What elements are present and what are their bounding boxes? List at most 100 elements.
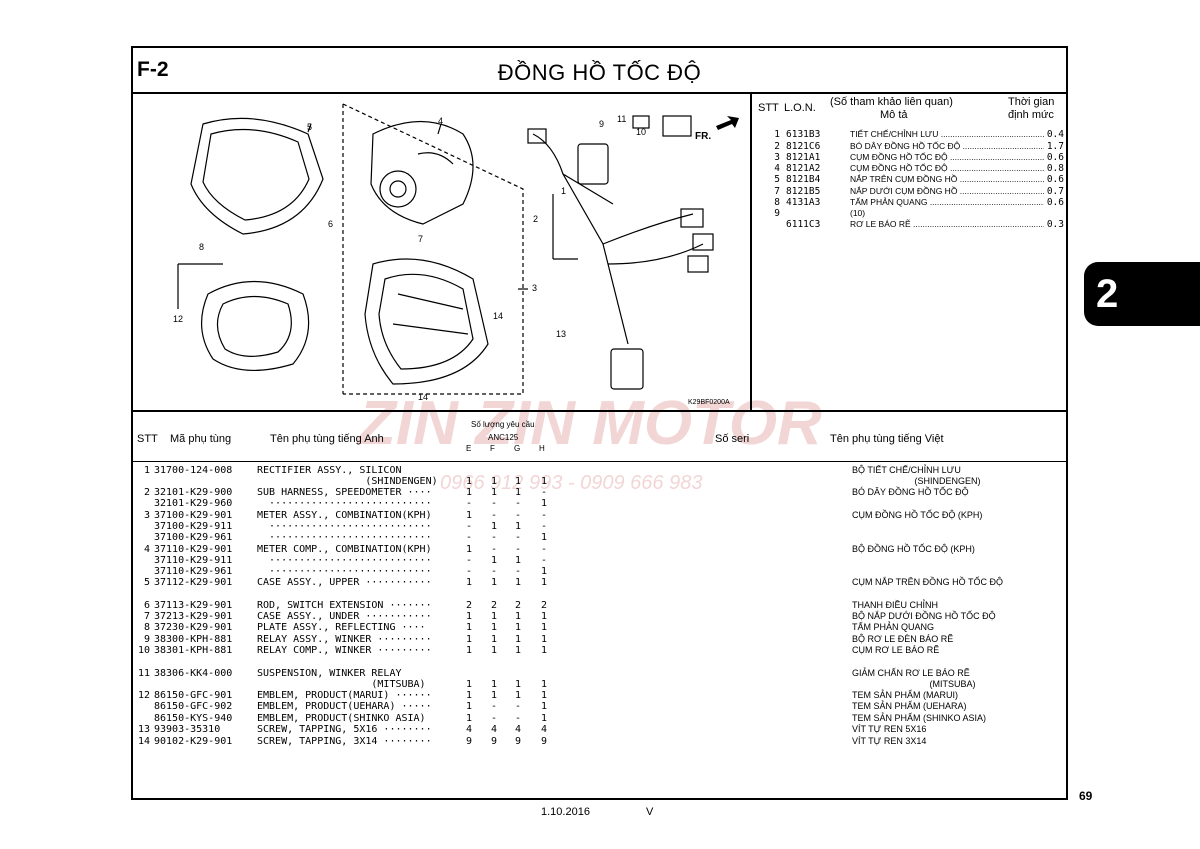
part-qty: 1 bbox=[465, 634, 473, 645]
part-number: 37110-K29-901 bbox=[154, 544, 233, 555]
part-name-en: EMBLEM, PRODUCT(MARUI) ······ bbox=[257, 690, 432, 701]
part-name-en: METER ASSY., COMBINATION(KPH) bbox=[257, 510, 432, 521]
part-index: 11 bbox=[137, 668, 150, 679]
part-name-vn: CỤM NẮP TRÊN ĐỒNG HỒ TỐC ĐỘ bbox=[852, 577, 1004, 587]
part-qty: 1 bbox=[540, 679, 548, 690]
ref-time: 0.6 bbox=[1044, 152, 1064, 163]
part-name-en: CASE ASSY., UNDER ··········· bbox=[257, 611, 432, 622]
part-name-vn: CỤM ĐỒNG HỒ TỐC ĐỘ (KPH) bbox=[852, 510, 983, 520]
ref-stt: 9 bbox=[774, 208, 780, 219]
part-number: 37110-K29-961 bbox=[154, 566, 233, 577]
part-name-vn: VÍT TỰ REN 3X14 bbox=[852, 736, 927, 746]
ref-lon: 8121A2 bbox=[786, 163, 821, 174]
part-name-vn: BÓ DÂY ĐỒNG HỒ TỐC ĐỘ bbox=[852, 487, 969, 497]
part-name-en: ··························· bbox=[257, 498, 432, 509]
part-number: 37100-K29-901 bbox=[154, 510, 233, 521]
callout-7: 7 bbox=[418, 234, 423, 244]
part-index: 7 bbox=[143, 611, 150, 622]
parts-header-col-e: E bbox=[466, 444, 472, 453]
ref-time: 0.6 bbox=[1044, 174, 1064, 185]
watermark-phone: 0966 912 993 - 0909 666 983 bbox=[440, 472, 703, 494]
part-qty: - bbox=[540, 521, 548, 532]
part-qty: 9 bbox=[514, 736, 522, 747]
part-qty: - bbox=[490, 566, 498, 577]
ref-lon: 6131B3 bbox=[786, 129, 821, 140]
part-index: 13 bbox=[137, 724, 150, 735]
part-name-vn: BỘ ĐỒNG HỒ TỐC ĐỘ (KPH) bbox=[852, 544, 975, 554]
part-qty: - bbox=[514, 510, 522, 521]
part-qty: - bbox=[514, 532, 522, 543]
ref-time: 0.6 bbox=[1044, 197, 1064, 208]
part-qty: 1 bbox=[490, 555, 498, 566]
part-qty: - bbox=[514, 713, 522, 724]
part-name-vn: TEM SẢN PHẨM (MARUI) bbox=[852, 690, 959, 700]
table-row: 37100-K29-911 ··························… bbox=[133, 521, 1067, 532]
speedometer-exploded-diagram: 5 4 6 8 12 7 3 14 14 13 2 1 9 11 10 FR. … bbox=[173, 103, 739, 406]
diagram-bottom-divider bbox=[131, 410, 1068, 412]
part-number: 38301-KPH-881 bbox=[154, 645, 233, 656]
part-qty: 2 bbox=[465, 600, 473, 611]
part-name-en: CASE ASSY., UPPER ··········· bbox=[257, 577, 432, 588]
part-qty: 1 bbox=[540, 622, 548, 633]
ref-row: 9 (10) bbox=[758, 208, 1068, 219]
part-qty: 4 bbox=[514, 724, 522, 735]
part-qty: - bbox=[540, 555, 548, 566]
part-number: 37110-K29-911 bbox=[154, 555, 233, 566]
callout-13: 13 bbox=[556, 329, 566, 339]
part-qty: 1 bbox=[465, 544, 473, 555]
part-qty: 9 bbox=[490, 736, 498, 747]
page-title: ĐỒNG HỒ TỐC ĐỘ bbox=[497, 60, 702, 85]
part-index: 14 bbox=[137, 736, 150, 747]
ref-stt: 5 bbox=[774, 174, 780, 185]
part-number: 93903-35310 bbox=[154, 724, 221, 735]
part-name-vn: BỘ TIẾT CHẾ/CHỈNH LƯU bbox=[852, 465, 961, 475]
table-row: 37110-K29-911 ··························… bbox=[133, 555, 1067, 566]
part-qty: - bbox=[514, 566, 522, 577]
part-qty: 2 bbox=[514, 600, 522, 611]
part-name-en: ··························· bbox=[257, 532, 432, 543]
watermark-brand: ZIN ZIN MOTOR bbox=[358, 389, 822, 458]
part-qty: - bbox=[540, 510, 548, 521]
ref-time: 0.8 bbox=[1044, 163, 1064, 174]
part-qty: 1 bbox=[540, 611, 548, 622]
part-name-vn: TẤM PHẢN QUANG bbox=[852, 622, 935, 632]
part-name-vn: VÍT TỰ REN 5X16 bbox=[852, 724, 927, 734]
ref-desc: (10) bbox=[850, 208, 866, 218]
ref-header-lon: L.O.N. bbox=[784, 102, 816, 114]
part-name-vn: BỘ RƠ LE ĐÈN BÁO RẼ bbox=[852, 634, 954, 644]
ref-stt: 7 bbox=[774, 186, 780, 197]
ref-stt: 8 bbox=[774, 197, 780, 208]
callout-14b: 14 bbox=[418, 392, 428, 402]
part-qty: 1 bbox=[514, 645, 522, 656]
part-number: 37100-K29-911 bbox=[154, 521, 233, 532]
part-number: 38306-KK4-000 bbox=[154, 668, 233, 679]
table-row: 37110-K29-961 ··························… bbox=[133, 566, 1067, 577]
ref-desc: NẮP TRÊN CỤM ĐỒNG HỒ bbox=[850, 174, 1050, 185]
part-name-en: RELAY ASSY., WINKER ········· bbox=[257, 634, 432, 645]
part-qty: 1 bbox=[490, 577, 498, 588]
part-name-vn: (SHINDENGEN) bbox=[852, 476, 981, 486]
part-qty: 1 bbox=[465, 713, 473, 724]
part-qty: 1 bbox=[465, 645, 473, 656]
ref-time: 0.3 bbox=[1044, 219, 1064, 230]
part-qty: 1 bbox=[514, 555, 522, 566]
part-qty: 1 bbox=[540, 498, 548, 509]
ref-header-time2: định mức bbox=[1008, 109, 1054, 121]
ref-stt: 3 bbox=[774, 152, 780, 163]
part-name-en: (SHINDENGEN) bbox=[257, 476, 438, 487]
front-arrow-icon bbox=[716, 116, 739, 130]
part-name-vn: CỤM RƠ LE BÁO RẼ bbox=[852, 645, 940, 655]
front-arrow-label: FR. bbox=[695, 131, 711, 142]
ref-desc: CỤM ĐỒNG HỒ TỐC ĐỘ bbox=[850, 152, 1050, 163]
part-qty: 1 bbox=[514, 690, 522, 701]
parts-header-part-no: Mã phụ tùng bbox=[170, 433, 232, 445]
